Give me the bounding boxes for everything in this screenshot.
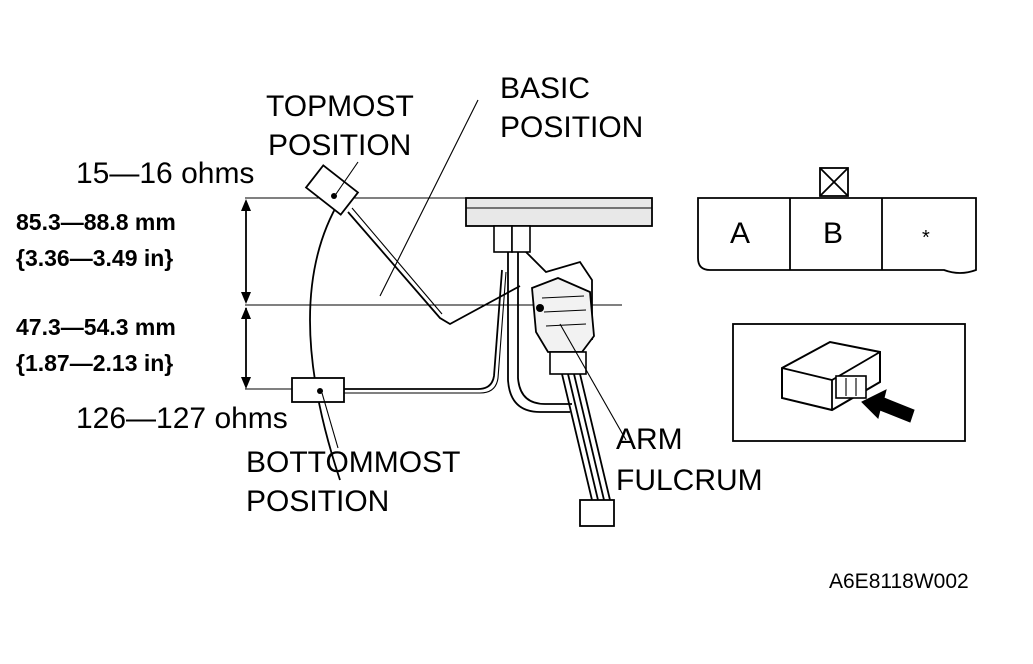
resistance-top: 15—16 ohms [76, 157, 254, 190]
float-travel-arc [309, 199, 341, 481]
basic-label-line1: BASIC [500, 72, 590, 105]
float-topmost [304, 164, 360, 216]
dimension-upper-in: {3.36—3.49 in} [16, 245, 173, 271]
basic-label-line2: POSITION [500, 111, 643, 144]
bottommost-label-line2: POSITION [246, 485, 389, 518]
connector-face-view: A B * [697, 167, 977, 274]
dimension-lower-mm: 47.3—54.3 mm [16, 314, 176, 340]
sender-unit [465, 197, 653, 527]
float-arm-bottommost [344, 269, 503, 390]
arm-fulcrum-label-line1: ARM [616, 423, 683, 456]
dimension-arrow-upper [241, 199, 251, 304]
view-direction-arrow-icon [861, 389, 915, 423]
dimension-arrow-lower [241, 307, 251, 389]
terminal-b-label: B [823, 217, 843, 250]
topmost-label-line1: TOPMOST [266, 90, 414, 123]
figure-code: A6E8118W002 [829, 570, 969, 593]
float-arm-topmost [347, 211, 521, 326]
dimension-lower-in: {1.87—2.13 in} [16, 350, 173, 376]
leader-lines [321, 99, 627, 449]
float-bottommost [291, 377, 345, 403]
dimension-upper-mm: 85.3—88.8 mm [16, 209, 176, 235]
connector-view-inset [732, 323, 966, 442]
bottommost-label-line1: BOTTOMMOST [246, 446, 460, 479]
arm-fulcrum-point [536, 304, 544, 312]
resistance-bottom: 126—127 ohms [76, 402, 288, 435]
terminal-unused-label: * [922, 227, 930, 249]
terminal-a-label: A [730, 217, 750, 250]
topmost-label-line2: POSITION [268, 129, 411, 162]
arm-fulcrum-label-line2: FULCRUM [616, 464, 763, 497]
